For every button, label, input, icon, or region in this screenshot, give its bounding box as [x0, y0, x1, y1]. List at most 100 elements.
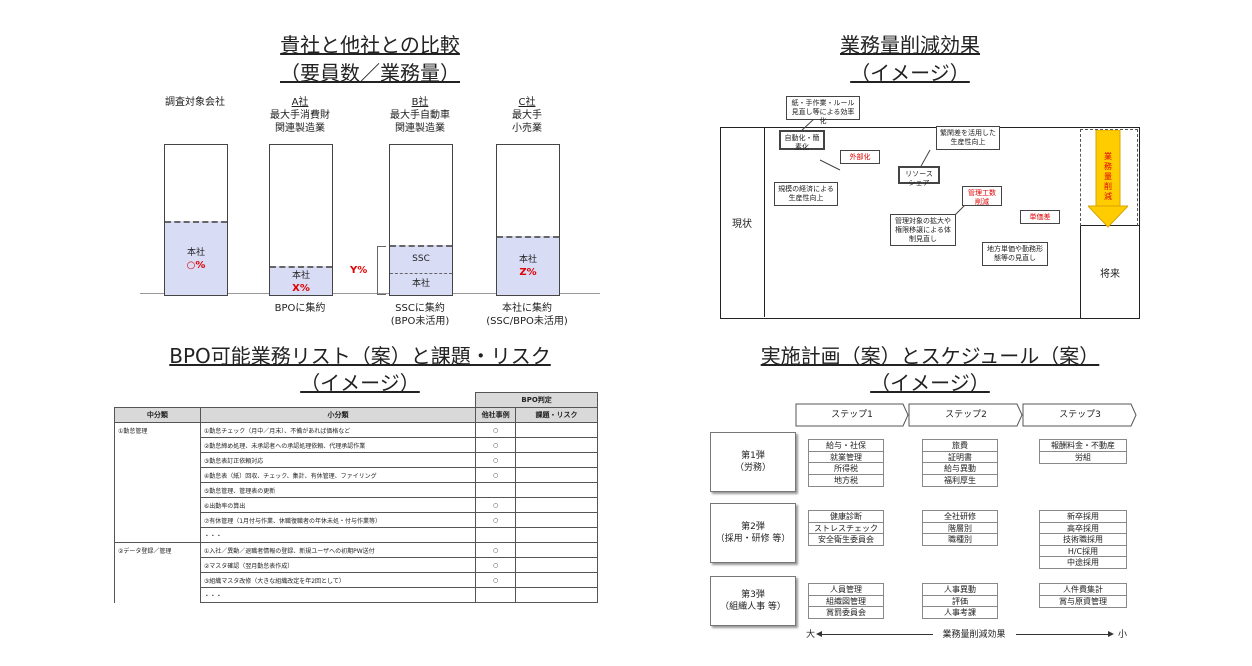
- q3-header-group-row: BPO判定: [115, 392, 598, 408]
- table-cell-cat: [114, 482, 201, 498]
- q1-bar-1-label: 本社: [291, 271, 310, 281]
- q2-box-outsourcing: 外部化: [840, 150, 880, 164]
- table-cell-ex: ○: [475, 572, 517, 588]
- q1-col-head-3: C社最大手小売業: [512, 97, 542, 134]
- q1-col-head-0: 調査対象会社: [165, 97, 225, 108]
- table-cell-risk: [515, 467, 598, 483]
- q1-foot-1: BPOに集約: [274, 303, 326, 314]
- table-cell-ex: [475, 587, 517, 603]
- q4-item: 福利厚生: [922, 473, 998, 487]
- table-cell-ex: ○: [475, 422, 517, 438]
- q4-item: 地方税: [808, 473, 884, 487]
- table-cell-risk: [515, 437, 598, 453]
- table-cell-sub: ①勤怠チェック（月中／月末）、不備があれば価格など: [199, 422, 477, 438]
- q2-box-regional: 地方単価や勤務形態等の見直し: [982, 242, 1048, 266]
- table-cell-cat: ②データ登録／管理: [114, 542, 201, 558]
- q3-header-group: BPO判定: [475, 392, 598, 408]
- table-row: ⑥出勤率の算出○: [114, 497, 598, 513]
- q1-bar-2-ssc: SSC: [412, 254, 430, 264]
- q3-title-line2: （イメージ）: [300, 371, 420, 395]
- table-row: ④勤怠表（紙）回収、チェック、集計、有休管理、ファイリング○: [114, 467, 598, 483]
- table-cell-sub: ⑤勤怠管理、管理表の更新: [199, 482, 477, 498]
- table-cell-risk: [515, 452, 598, 468]
- table-cell-ex: ○: [475, 512, 517, 528]
- q2-title-line1: 業務量削減効果: [840, 33, 980, 57]
- q1-bar-0-label: 本社: [186, 248, 205, 258]
- table-cell-sub: ③勤怠表訂正依頼対応: [199, 452, 477, 468]
- table-cell-cat: [114, 452, 201, 468]
- q4-axis-left: 大: [806, 630, 816, 640]
- q2-arrow-text: 業務量削減: [1104, 152, 1112, 201]
- q4-item: 中途採用: [1039, 556, 1127, 569]
- q2-box-mgmt-reduce: 管理工数削減: [962, 186, 1002, 206]
- q1-foot-3: 本社に集約(SSC/BPO未活用): [486, 303, 568, 327]
- q1-bar-3-fill: 本社 Z%: [497, 236, 559, 295]
- q1-title-line1: 貴社と他社との比較: [280, 33, 460, 57]
- q1-bar-3-label: 本社: [518, 255, 537, 265]
- table-cell-risk: [515, 587, 598, 603]
- table-cell-sub: ③組織マスタ改修（大きな組織改定を年2回として）: [199, 572, 477, 588]
- q4-step-arrows: [795, 403, 1137, 427]
- q4-item: 人事考課: [922, 606, 998, 619]
- q1-bar-2-fill: SSC 本社: [390, 245, 452, 295]
- table-row: ⑦有休管理（1月付与作業、休職復職者の年休未処・付与作業等）○: [114, 512, 598, 528]
- q4-step-1: ステップ1: [831, 410, 873, 420]
- q2-box-resource-share: リソースシェア: [898, 166, 940, 187]
- q3-title-line1: BPO可能業務リスト（案）と課題・リスク: [169, 344, 551, 368]
- table-cell-sub: ①入社／異動／退職者情報の登録、新規ユーザへの初期PW送付: [199, 542, 477, 558]
- table-cell-cat: [114, 557, 201, 573]
- q2-current: 現状: [720, 127, 765, 317]
- table-cell-cat: [114, 497, 201, 513]
- q1-y-bracket: [377, 246, 386, 295]
- q4-step-3: ステップ3: [1059, 410, 1101, 420]
- table-row: ・・・: [114, 587, 598, 603]
- q1-bar-2-label: 本社: [411, 279, 430, 289]
- table-cell-risk: [515, 482, 598, 498]
- q4-title-line2: （イメージ）: [870, 371, 990, 395]
- table-cell-ex: ○: [475, 437, 517, 453]
- q1-bar-3-value: Z%: [519, 267, 537, 278]
- q4-axis-arrow-right-icon: [1108, 631, 1114, 637]
- q2-box-busy-gap: 繁閑差を活用した生産性向上: [936, 126, 1000, 150]
- table-cell-cat: ①勤怠管理: [114, 422, 201, 438]
- q4-title-line1: 実施計画（案）とスケジュール（案）: [760, 344, 1100, 368]
- table-cell-risk: [515, 572, 598, 588]
- q4-item: 職種別: [922, 533, 998, 546]
- table-cell-ex: [475, 482, 517, 498]
- q4-item: 労組: [1039, 450, 1127, 464]
- q3-header-row: 中分類 小分類 他社事例 課題・リスク: [114, 407, 598, 423]
- q4-axis-label: 業務量削減効果: [942, 630, 1006, 640]
- q4-axis-line-left: [818, 634, 933, 635]
- q3-header-cat: 中分類: [114, 407, 201, 423]
- q1-bar-0-value: ○%: [186, 260, 206, 271]
- q3-header-example: 他社事例: [475, 407, 517, 423]
- table-row: ③組織マスタ改修（大きな組織改定を年2回として）○: [114, 572, 598, 588]
- q2-box-rule-review: 紙・手作業・ルール見直し等による効率化: [786, 96, 860, 125]
- q1-foot-2: SSCに集約(BPO未活用): [390, 303, 450, 327]
- table-row: ⑤勤怠管理、管理表の更新: [114, 482, 598, 498]
- q2-title-line2: （イメージ）: [850, 61, 970, 85]
- table-cell-ex: ○: [475, 452, 517, 468]
- table-row: ②マスタ確認（翌月勤怠表作成）○: [114, 557, 598, 573]
- table-cell-sub: ②勤怠締め処理、未承認者への承認処理依頼、代理承認作業: [199, 437, 477, 453]
- q1-bar-0: 本社 ○%: [164, 144, 228, 296]
- q4-group-label-2: 第2弾（採用・研修 等）: [710, 503, 796, 563]
- table-row: ③勤怠表訂正依頼対応○: [114, 452, 598, 468]
- table-cell-cat: [114, 572, 201, 588]
- table-cell-cat: [114, 512, 201, 528]
- q2-box-delegation: 管理対象の拡大や権限移譲による体制見直し: [890, 214, 956, 246]
- table-cell-sub: ②マスタ確認（翌月勤怠表作成）: [199, 557, 477, 573]
- q2-box-automation: 自動化・簡素化: [779, 130, 825, 151]
- table-cell-risk: [515, 542, 598, 558]
- table-cell-cat: [114, 527, 201, 543]
- q2-box-scale: 規模の経済による生産性向上: [774, 182, 838, 206]
- table-cell-sub: ④勤怠表（紙）回収、チェック、集計、有休管理、ファイリング: [199, 467, 477, 483]
- q4-step-2: ステップ2: [945, 410, 987, 420]
- table-cell-risk: [515, 512, 598, 528]
- q1-bar-1: 本社 X%: [269, 144, 333, 296]
- q2-reduction-arrow-icon: [1088, 130, 1128, 228]
- q1-title-line2: （要員数／業務量）: [280, 61, 460, 85]
